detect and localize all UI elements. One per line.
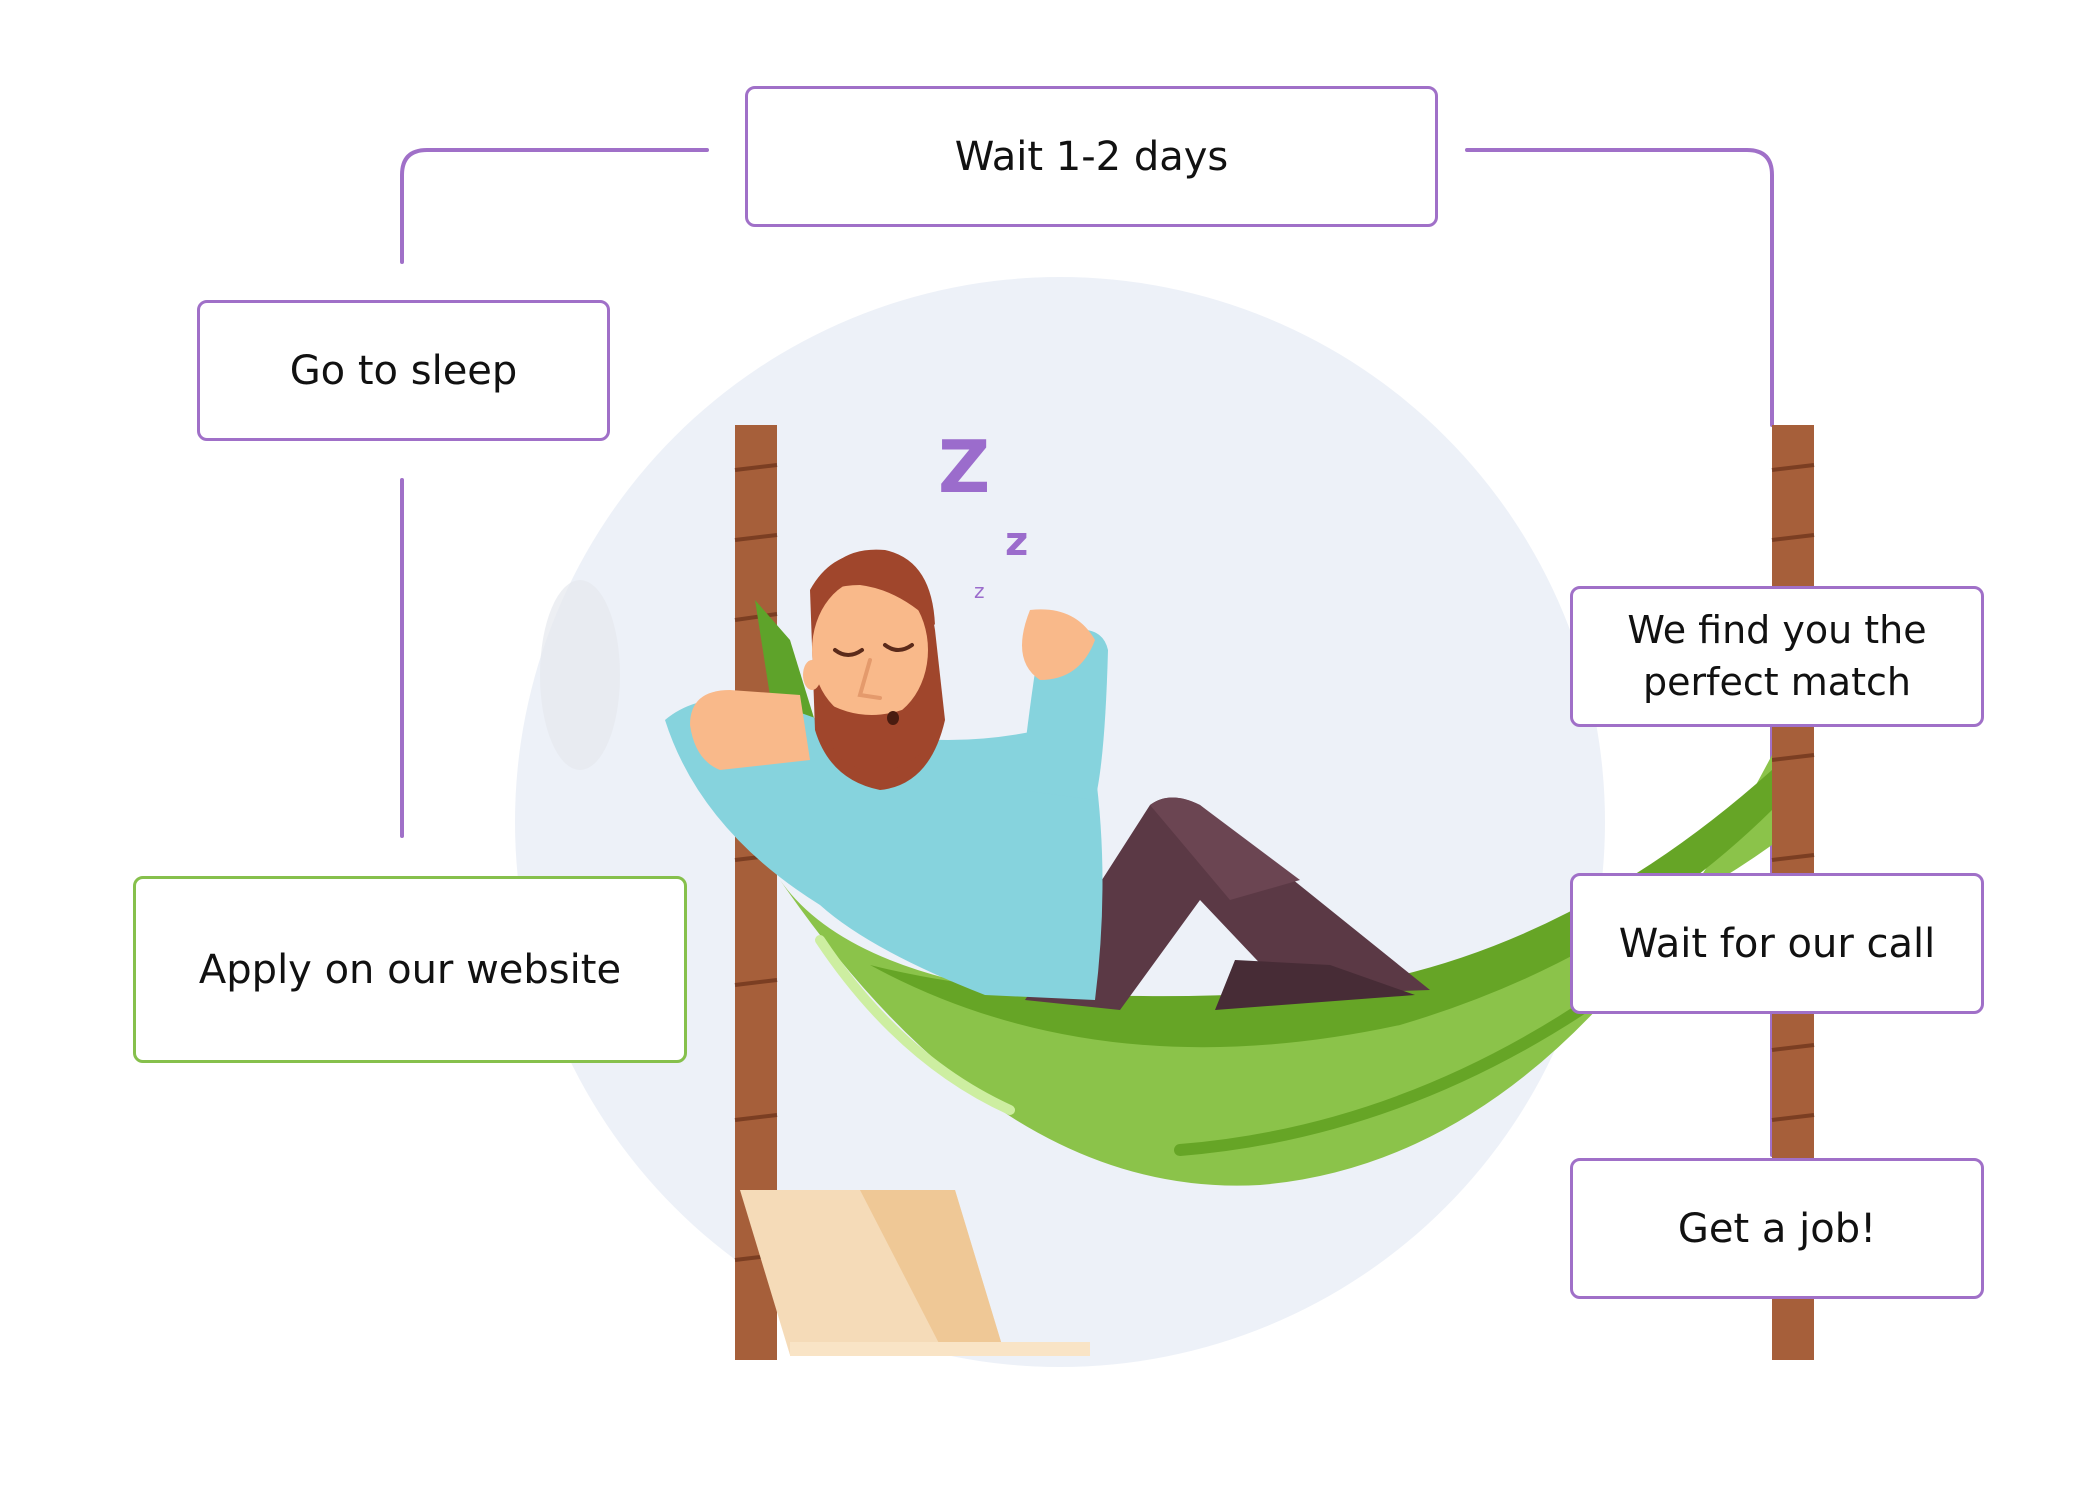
connectors bbox=[400, 148, 1774, 1157]
snore-z-small: z bbox=[974, 579, 985, 603]
step-get-a-job: Get a job! bbox=[1570, 1158, 1984, 1299]
step-wait-days: Wait 1-2 days bbox=[745, 86, 1438, 227]
connector-wait-match bbox=[1465, 148, 1774, 427]
step-find-match: We find you the perfect match bbox=[1570, 586, 1984, 727]
connector-sleep-wait bbox=[400, 148, 709, 264]
step-job-label: Get a job! bbox=[1677, 1205, 1877, 1252]
step-go-to-sleep: Go to sleep bbox=[197, 300, 610, 441]
step-match-line1: We find you the bbox=[1627, 608, 1927, 653]
step-wait-for-call: Wait for our call bbox=[1570, 873, 1984, 1014]
step-call-label: Wait for our call bbox=[1618, 920, 1936, 967]
laptop bbox=[740, 1190, 1090, 1356]
cloud-smudge bbox=[540, 580, 620, 770]
step-wait-days-label: Wait 1-2 days bbox=[954, 133, 1229, 180]
sleeping-man bbox=[665, 549, 1430, 1010]
step-apply-label: Apply on our website bbox=[198, 946, 622, 993]
step-match-line2: perfect match bbox=[1643, 659, 1911, 704]
step-sleep-label: Go to sleep bbox=[289, 347, 518, 394]
snore-z-medium: z bbox=[1005, 519, 1028, 565]
snore-z-large: Z bbox=[938, 425, 990, 509]
step-apply-on-website: Apply on our website bbox=[133, 876, 687, 1063]
